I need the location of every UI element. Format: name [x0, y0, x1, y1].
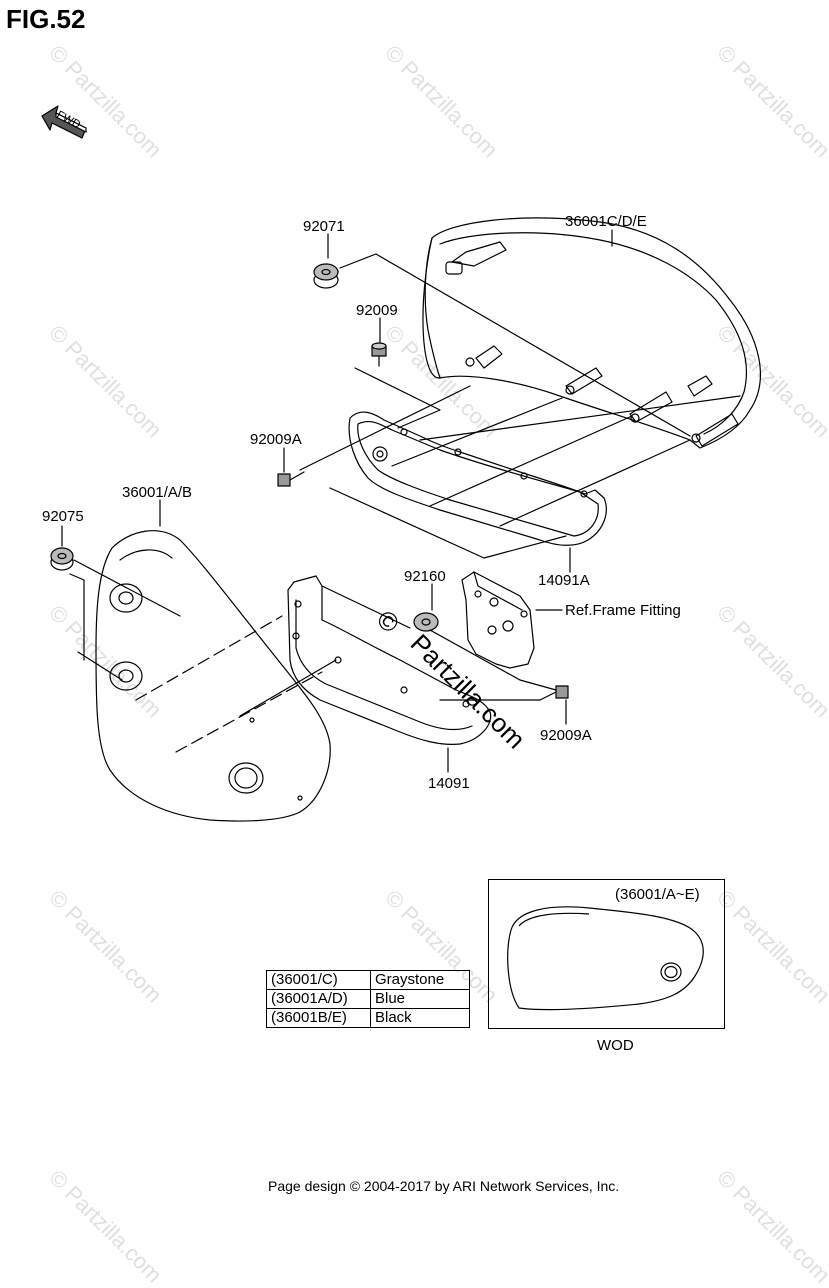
grommet-92075 [50, 547, 74, 571]
fwd-arrow-icon [41, 105, 87, 139]
callout-14091a: 14091A [538, 572, 590, 589]
callout-36001ab: 36001/A/B [122, 484, 193, 501]
bolt-92009 [371, 342, 387, 367]
color-table: (36001/C) Graystone (36001A/D) Blue (360… [266, 970, 470, 1028]
callout-36001cde: 36001C/D/E [565, 213, 647, 230]
upper-side-cover [422, 217, 761, 449]
callout-ref-frame-fitting: Ref.Frame Fitting [565, 602, 681, 619]
lower-side-cover [95, 530, 331, 822]
frame-fitting [461, 571, 535, 669]
parts-diagram [41, 105, 761, 822]
color-name: Black [370, 1008, 470, 1028]
figure-title: FIG.52 [6, 4, 86, 34]
callout-92009a-upper: 92009A [250, 431, 302, 448]
table-row: (36001/C) Graystone [266, 970, 470, 990]
grommet-92071 [313, 263, 339, 289]
wod-cover-drawing [507, 906, 704, 1011]
table-row: (36001B/E) Black [266, 1008, 470, 1028]
callout-92160: 92160 [404, 568, 446, 585]
wod-heading: (36001/A~E) [615, 886, 700, 903]
lower-bracket [287, 575, 492, 745]
callout-92075: 92075 [42, 508, 84, 525]
callout-92009: 92009 [356, 302, 398, 319]
callout-14091: 14091 [428, 775, 470, 792]
color-name: Blue [370, 989, 470, 1009]
color-code: (36001A/D) [266, 989, 371, 1009]
color-code: (36001/C) [266, 970, 371, 990]
callout-92009a-lower: 92009A [540, 727, 592, 744]
color-name: Graystone [370, 970, 470, 990]
bolt-92009a-lower [539, 685, 569, 701]
footer-copyright: Page design © 2004-2017 by ARI Network S… [268, 1178, 620, 1194]
grommet-92160 [413, 612, 439, 632]
color-code: (36001B/E) [266, 1008, 371, 1028]
table-row: (36001A/D) Blue [266, 989, 470, 1009]
wod-inset: (36001/A~E) [488, 879, 725, 1029]
wod-caption: WOD [597, 1037, 634, 1054]
bolt-92009a-upper [277, 471, 305, 487]
callout-92071: 92071 [303, 218, 345, 235]
